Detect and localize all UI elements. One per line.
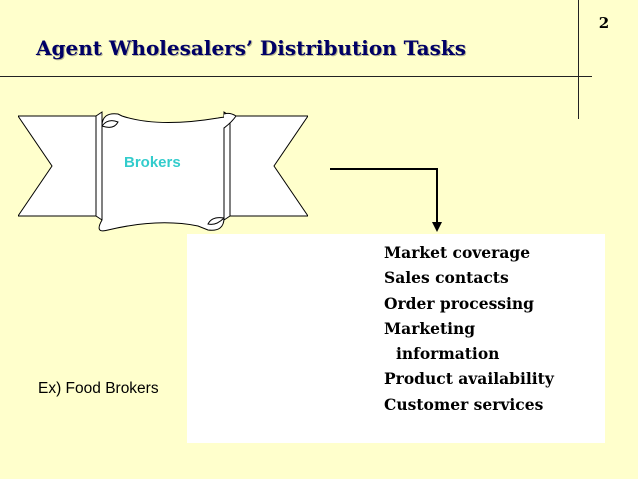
connector-arrow [330,168,442,232]
task-item: Market coverage [384,243,531,262]
slide-title: Agent Wholesalers’ Distribution Tasks [36,36,466,60]
task-item: Marketing [384,318,476,338]
task-item: Order processing [384,293,535,313]
example-text: Ex) Food Brokers [38,380,159,397]
tasks-list: Market coverage Sales contacts Order pro… [384,240,554,417]
task-item: Sales contacts [384,268,509,288]
task-item: Customer services [384,394,544,414]
horizontal-rule [0,76,592,77]
task-item-continuation: information [396,344,500,364]
tasks-panel [187,234,605,443]
page-number: 2 [598,14,610,32]
vertical-rule [578,0,579,119]
task-item: Product availability [384,369,554,389]
brokers-banner [18,111,308,232]
brokers-label: Brokers [124,154,181,171]
